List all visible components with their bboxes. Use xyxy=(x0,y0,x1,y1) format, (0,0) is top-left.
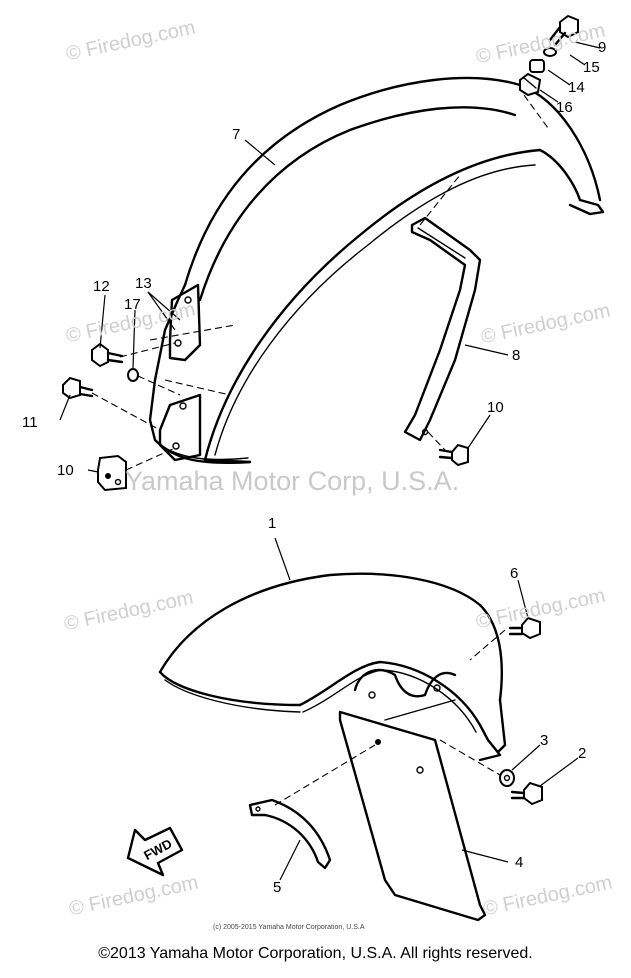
callout-11: 11 xyxy=(22,414,38,431)
fender-stay-8 xyxy=(403,216,482,442)
callout-3: 3 xyxy=(540,732,549,749)
callout-7: 7 xyxy=(232,126,241,143)
brace-5 xyxy=(248,798,332,870)
callout-4: 4 xyxy=(515,854,524,871)
callout-9: 9 xyxy=(598,39,607,56)
washer-17 xyxy=(127,368,139,382)
small-copyright: (c) 2005-2015 Yamaha Motor Corporation, … xyxy=(213,924,365,931)
bolt-11 xyxy=(62,376,94,400)
bolt-2 xyxy=(510,781,543,806)
callout-17: 17 xyxy=(124,296,141,313)
callout-8: 8 xyxy=(512,347,521,364)
washer-3 xyxy=(499,769,515,787)
watermark-yamaha: Yamaha Motor Corp, U.S.A. xyxy=(125,466,460,496)
nut-14 xyxy=(529,59,545,73)
clip-nut-10-left xyxy=(97,454,127,492)
callout-1: 1 xyxy=(268,515,277,532)
callout-14: 14 xyxy=(568,79,585,96)
bolt-10-right xyxy=(438,443,469,467)
callout-10-left: 10 xyxy=(57,462,74,479)
callout-16: 16 xyxy=(556,99,573,116)
fwd-arrow xyxy=(126,826,184,877)
bolt-12 xyxy=(91,342,124,368)
grommet-16 xyxy=(519,72,542,97)
washer-15 xyxy=(543,47,557,57)
number-plate-4 xyxy=(338,710,487,922)
callout-15: 15 xyxy=(583,59,600,76)
callout-10-right: 10 xyxy=(487,399,504,416)
bolt-6 xyxy=(508,616,541,640)
callout-2: 2 xyxy=(578,745,587,762)
callout-13: 13 xyxy=(135,275,152,292)
mounting-bracket-13 xyxy=(158,283,202,462)
footer-copyright: ©2013 Yamaha Motor Corporation, U.S.A. A… xyxy=(98,945,533,962)
callout-12: 12 xyxy=(93,278,110,295)
leader-lines xyxy=(59,41,601,881)
front-fender xyxy=(158,572,507,762)
callout-6: 6 xyxy=(510,565,519,582)
rear-fender xyxy=(148,76,605,465)
bolt-9 xyxy=(548,14,579,47)
callout-5: 5 xyxy=(273,879,282,896)
